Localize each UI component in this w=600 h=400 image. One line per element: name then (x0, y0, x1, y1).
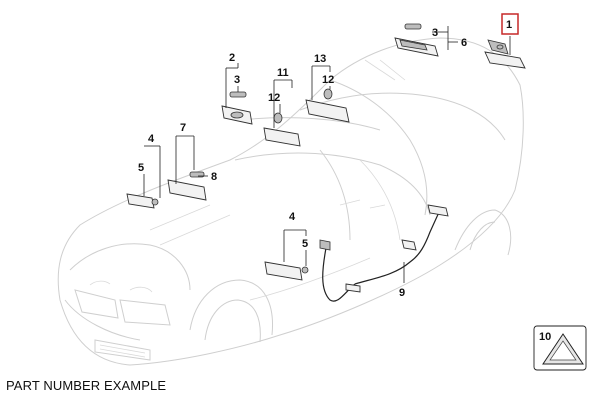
callout-12[interactable]: 12 (322, 74, 334, 86)
callout-3[interactable]: 3 (432, 27, 438, 39)
callout-7[interactable]: 7 (180, 122, 186, 134)
part-3-bulb-mid (229, 91, 247, 98)
part-9-wiring-harness (319, 204, 449, 302)
callout-11[interactable]: 11 (277, 67, 289, 79)
callout-6[interactable]: 6 (461, 37, 467, 49)
part-1-license-plate-light (484, 39, 526, 69)
part-5-footwell-light (126, 193, 159, 209)
part-3-bulb-top (404, 23, 422, 30)
leader-lines (143, 26, 511, 283)
callout-13[interactable]: 13 (314, 53, 326, 65)
car-outline (57, 37, 524, 366)
part-number-example-caption: PART NUMBER EXAMPLE (6, 378, 167, 393)
callout-12[interactable]: 12 (268, 92, 280, 104)
part-2-interior-light (221, 105, 253, 125)
callout-5[interactable]: 5 (302, 238, 308, 250)
callout-10[interactable]: 10 (539, 331, 551, 343)
part-10-warning-triangle (533, 325, 587, 371)
callout-4[interactable]: 4 (289, 211, 296, 223)
part-11-reading-light (263, 112, 301, 147)
callout-3[interactable]: 3 (234, 74, 240, 86)
callout-1[interactable]: 1 (506, 19, 512, 31)
callout-9[interactable]: 9 (399, 287, 405, 299)
part-6-lamp-assembly (394, 37, 439, 57)
callout-8[interactable]: 8 (211, 171, 217, 183)
part-13-dome-light (305, 88, 350, 123)
callout-2[interactable]: 2 (229, 52, 235, 64)
callout-numbers: 1 3 6 2 3 11 12 13 12 4 5 7 8 4 5 9 10 (138, 19, 551, 343)
highlight-box-1 (501, 13, 519, 35)
callout-5[interactable]: 5 (138, 162, 144, 174)
part-4-lower-light (264, 261, 309, 281)
callout-4[interactable]: 4 (148, 133, 155, 145)
